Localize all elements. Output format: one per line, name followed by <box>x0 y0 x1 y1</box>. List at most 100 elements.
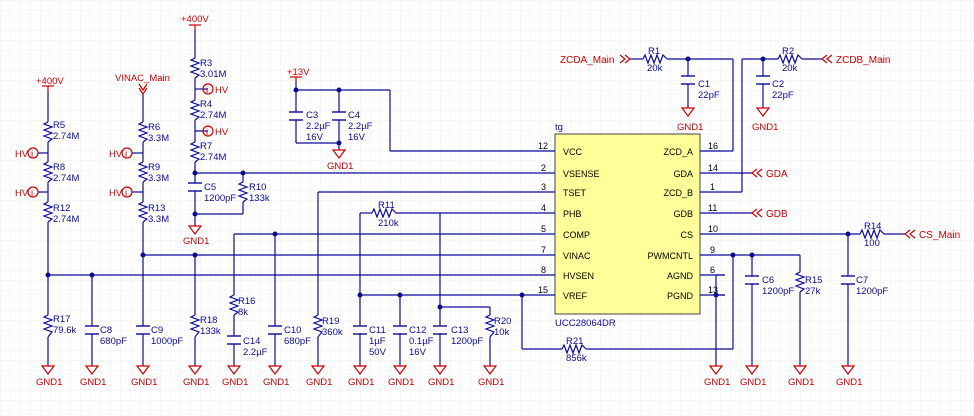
capacitor-c1[interactable]: C1 22pF <box>681 75 720 101</box>
resistor-r19[interactable]: R19 360k <box>312 314 343 338</box>
capacitor-c6[interactable]: C6 1200pF <box>745 275 794 297</box>
svg-text:i: i <box>206 127 208 138</box>
resistor-r2[interactable]: R2 20k <box>777 46 803 74</box>
ground-c13: GND1 <box>428 365 454 388</box>
pin-name-agnd: AGND <box>667 271 694 281</box>
resistor-r9[interactable]: R9 3.3M <box>137 161 169 184</box>
capacitor-c3[interactable]: C3 2.2µF 16V <box>289 110 331 143</box>
resistor-r6[interactable]: R6 3.3M <box>137 121 169 144</box>
svg-text:GND1: GND1 <box>478 377 504 388</box>
resistor-r1[interactable]: R1 20k <box>642 46 668 74</box>
svg-text:GND1: GND1 <box>788 377 814 388</box>
svg-text:GND1: GND1 <box>836 377 862 388</box>
r14-value: 100 <box>864 238 880 249</box>
ic-ucc28064[interactable]: tg UCC28064DR 12 VCC 2 VSENSE 3 TSET 4 P… <box>530 122 725 329</box>
resistor-r7[interactable]: R7 2.74M <box>189 141 226 163</box>
capacitor-c8[interactable]: C8 680pF <box>85 325 127 347</box>
r12-value: 2.74M <box>53 214 79 225</box>
svg-text:HV: HV <box>215 127 229 138</box>
r8-value: 2.74M <box>53 173 79 184</box>
hv-marker-vinac-1: i HV <box>109 147 133 160</box>
c12-rating: 16V <box>409 347 427 358</box>
svg-text:+400V: +400V <box>181 14 209 25</box>
ground-c9: GND1 <box>131 365 157 388</box>
resistor-r13[interactable]: R13 3.3M <box>137 201 169 225</box>
resistor-r16[interactable]: R16 8k <box>228 294 255 318</box>
pin-name-comp: COMP <box>563 230 590 240</box>
svg-text:GDB: GDB <box>766 209 788 220</box>
ground-r19: GND1 <box>306 365 332 388</box>
r7-value: 2.74M <box>200 152 226 163</box>
resistor-r15[interactable]: R15 27k <box>794 271 822 297</box>
resistor-r20[interactable]: R20 10k <box>484 314 511 338</box>
resistor-r4[interactable]: R4 2.74M <box>189 99 226 121</box>
r9-value: 3.3M <box>148 173 169 184</box>
capacitor-c12[interactable]: C12 0.1µF 16V <box>393 325 434 358</box>
resistor-r11[interactable]: R11 210k <box>371 200 399 229</box>
resistor-r21[interactable]: R21 856k <box>561 336 587 364</box>
svg-text:GND1: GND1 <box>388 377 414 388</box>
svg-text:i: i <box>206 85 208 96</box>
svg-text:GND1: GND1 <box>327 161 353 172</box>
ground-c10: GND1 <box>263 365 289 388</box>
c14-value: 2.2µF <box>243 347 268 358</box>
capacitor-c4[interactable]: C4 2.2µF 16V <box>332 110 373 143</box>
capacitor-c10[interactable]: C10 680pF <box>268 325 311 347</box>
svg-text:i: i <box>31 149 33 160</box>
r3-ref: R3 <box>200 58 212 69</box>
resistor-r5[interactable]: R5 2.74M <box>42 120 79 143</box>
pin-num-14: 14 <box>708 163 718 173</box>
r13-value: 3.3M <box>148 214 169 225</box>
resistor-r12[interactable]: R12 2.74M <box>42 201 79 225</box>
capacitor-c14[interactable]: C14 2.2µF <box>227 335 268 358</box>
pin-name-vref: VREF <box>563 291 588 301</box>
resistor-r17[interactable]: R17 79.6k <box>42 314 76 338</box>
r4-ref: R4 <box>200 99 212 110</box>
svg-text:GND1: GND1 <box>80 377 106 388</box>
power-400v-left: +400V <box>36 76 64 92</box>
c3-value: 2.2µF <box>306 121 331 132</box>
resistor-r8[interactable]: R8 2.74M <box>42 161 79 184</box>
r10-value: 133k <box>249 193 270 204</box>
r16-value: 8k <box>238 307 248 318</box>
capacitor-c13[interactable]: C13 1200pF <box>433 325 483 347</box>
r20-ref: R20 <box>494 316 511 327</box>
pin-num-13: 13 <box>708 285 718 295</box>
svg-text:GDA: GDA <box>766 169 788 180</box>
c9-value: 1000pF <box>151 336 183 347</box>
svg-text:i: i <box>31 188 33 199</box>
resistor-r18[interactable]: R18 133k <box>189 314 221 338</box>
svg-text:GND1: GND1 <box>752 122 778 133</box>
hv-marker-left-1: i HV <box>15 147 39 160</box>
pin-num-8: 8 <box>541 265 546 275</box>
c12-ref: C12 <box>409 325 426 336</box>
resistor-r14[interactable]: R14 100 <box>859 221 885 249</box>
r19-value: 360k <box>322 327 343 338</box>
capacitor-c7[interactable]: C7 1200pF <box>841 275 888 297</box>
svg-text:HV: HV <box>15 149 29 160</box>
r17-ref: R17 <box>53 314 70 325</box>
r1-ref: R1 <box>648 46 660 57</box>
r18-value: 133k <box>200 326 221 337</box>
pin-name-zcd-b: ZCD_B <box>663 188 693 198</box>
ground-r17: GND1 <box>36 365 62 388</box>
c3-ref: C3 <box>306 110 318 121</box>
pin-name-hvsen: HVSEN <box>563 271 594 281</box>
pin-num-10: 10 <box>708 224 718 234</box>
capacitor-c2[interactable]: C2 22pF <box>756 75 794 101</box>
capacitor-c5[interactable]: C5 1200pF <box>188 182 236 204</box>
c12-value: 0.1µF <box>409 336 434 347</box>
c1-value: 22pF <box>698 90 720 101</box>
resistor-r3[interactable]: R3 3.01M <box>189 57 226 80</box>
r6-value: 3.3M <box>148 133 169 144</box>
c9-ref: C9 <box>151 325 163 336</box>
resistor-r10[interactable]: R10 133k <box>237 181 270 204</box>
ground-pgnd: GND1 <box>704 365 730 388</box>
r6-ref: R6 <box>148 122 160 133</box>
junctions <box>45 56 851 310</box>
pin-num-7: 7 <box>541 245 546 255</box>
capacitor-c11[interactable]: C11 1µF 50V <box>353 325 387 358</box>
capacitor-c9[interactable]: C9 1000pF <box>136 325 183 347</box>
svg-text:GND1: GND1 <box>222 377 248 388</box>
